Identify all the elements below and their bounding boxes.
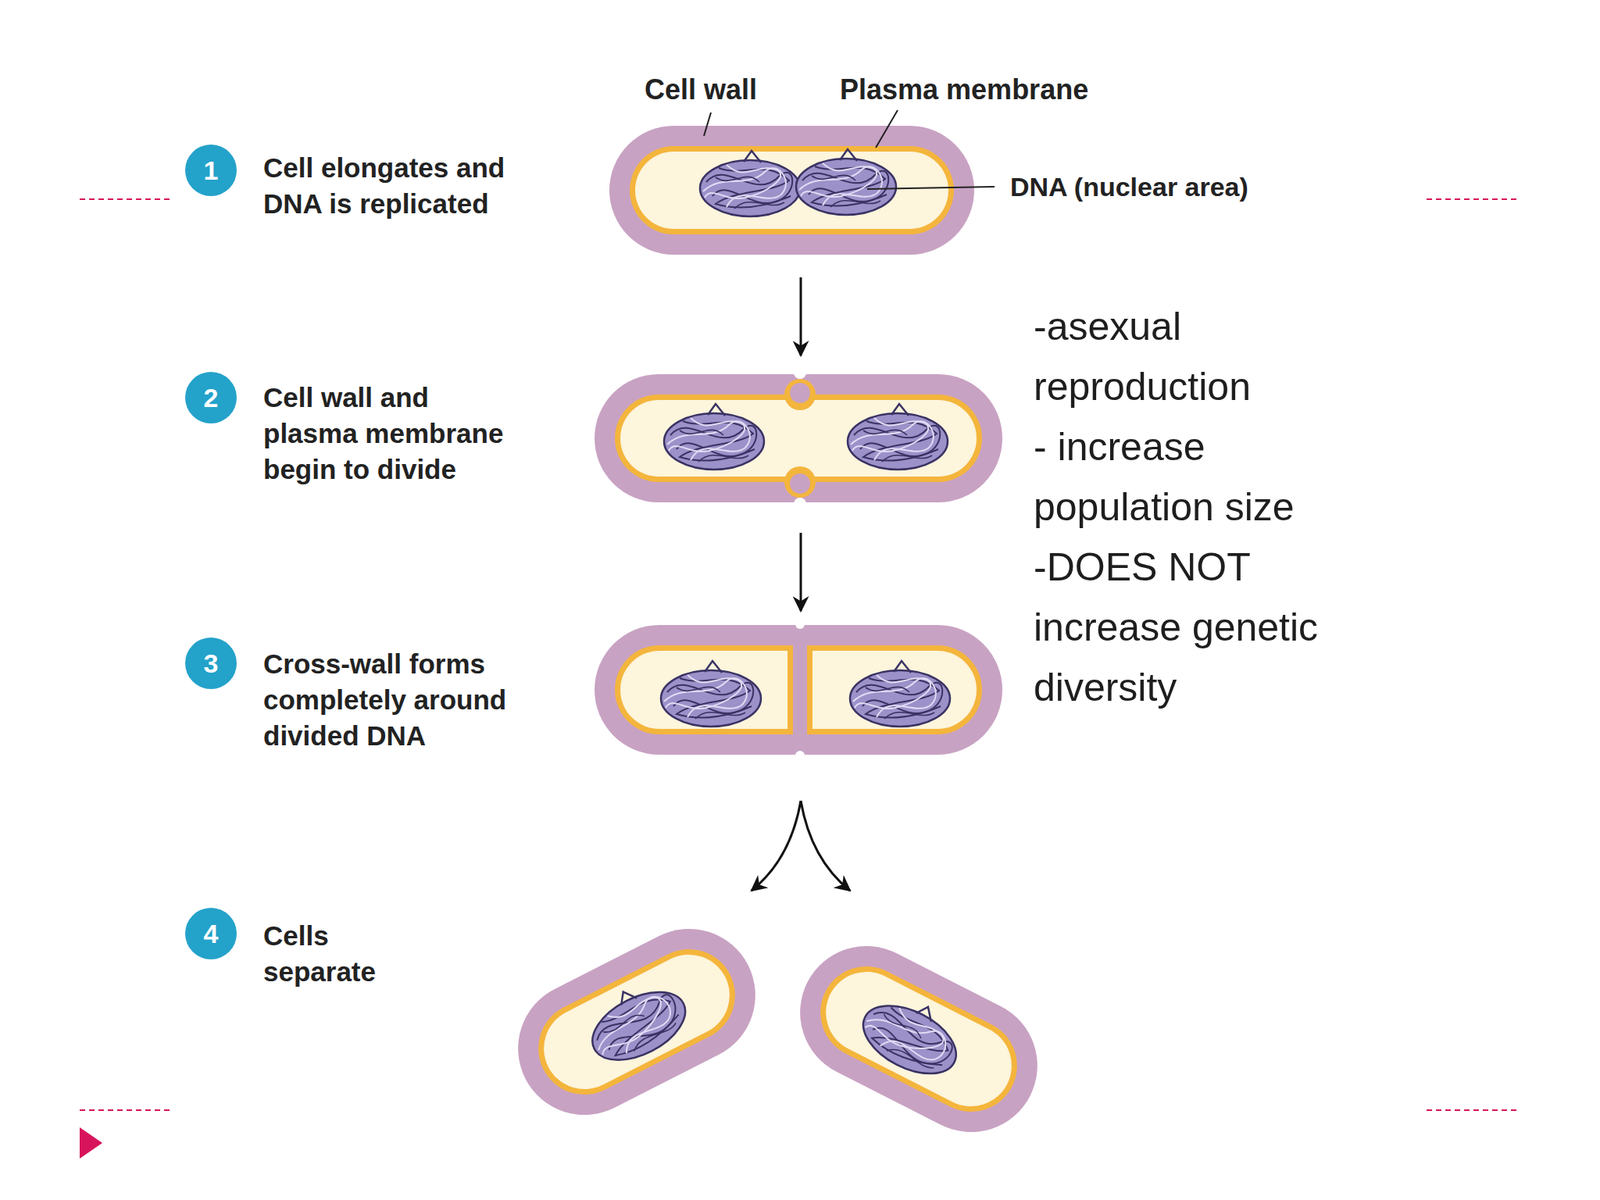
split-arrow: [800, 800, 850, 891]
dna-blob: [796, 149, 897, 215]
dna-blob: [700, 150, 800, 217]
bacterial-cell: [609, 125, 975, 255]
dna-blob: [577, 970, 697, 1075]
leader-line: [703, 112, 711, 136]
part-label: Plasma membrane: [839, 73, 1089, 107]
wall-pinch: [789, 382, 811, 404]
wall-notch: [793, 497, 807, 511]
plasma-membrane: [629, 146, 954, 235]
step-description: Cross-wall forms completely around divid…: [263, 646, 522, 754]
note-text: - increase population size: [1033, 417, 1362, 538]
dashed-rule: [79, 1109, 174, 1111]
dna-blob: [852, 983, 972, 1088]
cytoplasm: [635, 151, 949, 229]
cell-wall: [495, 906, 779, 1139]
step-description: Cell elongates and DNA is replicated: [263, 150, 522, 222]
leader-line: [867, 186, 995, 190]
cytoplasm: [620, 650, 788, 729]
dashed-rule: [79, 198, 174, 200]
dashed-rule: [1426, 1109, 1521, 1111]
step-circle: 4Cells separate: [185, 907, 237, 960]
dashed-rule: [1426, 198, 1521, 200]
membrane-pinch: [784, 466, 816, 498]
daughter-cell: [777, 923, 1061, 1156]
note-text: -asexual reproduction: [1033, 296, 1362, 418]
step-circle: 2Cell wall and plasma membrane begin to …: [185, 371, 237, 424]
plasma-membrane: [522, 933, 751, 1111]
plasma-membrane: [804, 950, 1033, 1129]
cell-wall: [777, 923, 1061, 1156]
dna-blob: [847, 403, 948, 470]
daughter-cell: [495, 906, 779, 1139]
dna-blob: [664, 403, 765, 470]
step-description: Cells separate: [263, 917, 424, 990]
dashed-rule: [79, 199, 1521, 1111]
callout-number: 2: [203, 384, 219, 411]
cell-wall: [609, 125, 975, 255]
part-label: DNA (nuclear area): [1010, 171, 1249, 203]
leader-line: [875, 110, 898, 148]
callout-number: 4: [203, 920, 219, 947]
membrane-pinch: [784, 378, 816, 411]
callout-number: 3: [203, 650, 219, 677]
cytoplasm: [529, 940, 744, 1104]
callout-number: 1: [203, 157, 219, 184]
cytoplasm: [812, 650, 977, 729]
cell-wall: [594, 625, 1003, 755]
cytoplasm: [620, 400, 977, 477]
cell-wall: [594, 374, 1003, 503]
wall-notch: [793, 366, 807, 379]
wall-notch: [795, 619, 805, 629]
note-text: -DOES NOT increase genetic diversity: [1033, 537, 1362, 718]
plasma-membrane: [807, 645, 983, 735]
part-label: Cell wall: [644, 73, 758, 107]
cytoplasm: [811, 957, 1026, 1121]
dividing-cell: [594, 366, 1003, 511]
dna-blob: [660, 660, 761, 727]
step-circle: 3Cross-wall forms completely around divi…: [185, 637, 237, 690]
cross-wall-cell: [594, 619, 1003, 761]
step-description: Cell wall and plasma membrane begin to d…: [263, 379, 522, 488]
step-arrow: [800, 532, 803, 611]
plasma-membrane: [614, 645, 793, 735]
step-arrow: [800, 277, 803, 356]
split-arrow: [751, 800, 801, 891]
step-circle: 1Cell elongates and DNA is replicated: [185, 144, 237, 197]
dna-blob: [850, 660, 950, 727]
slide-marker: [79, 1127, 103, 1159]
wall-notch: [795, 750, 805, 761]
wall-pinch: [789, 473, 811, 494]
